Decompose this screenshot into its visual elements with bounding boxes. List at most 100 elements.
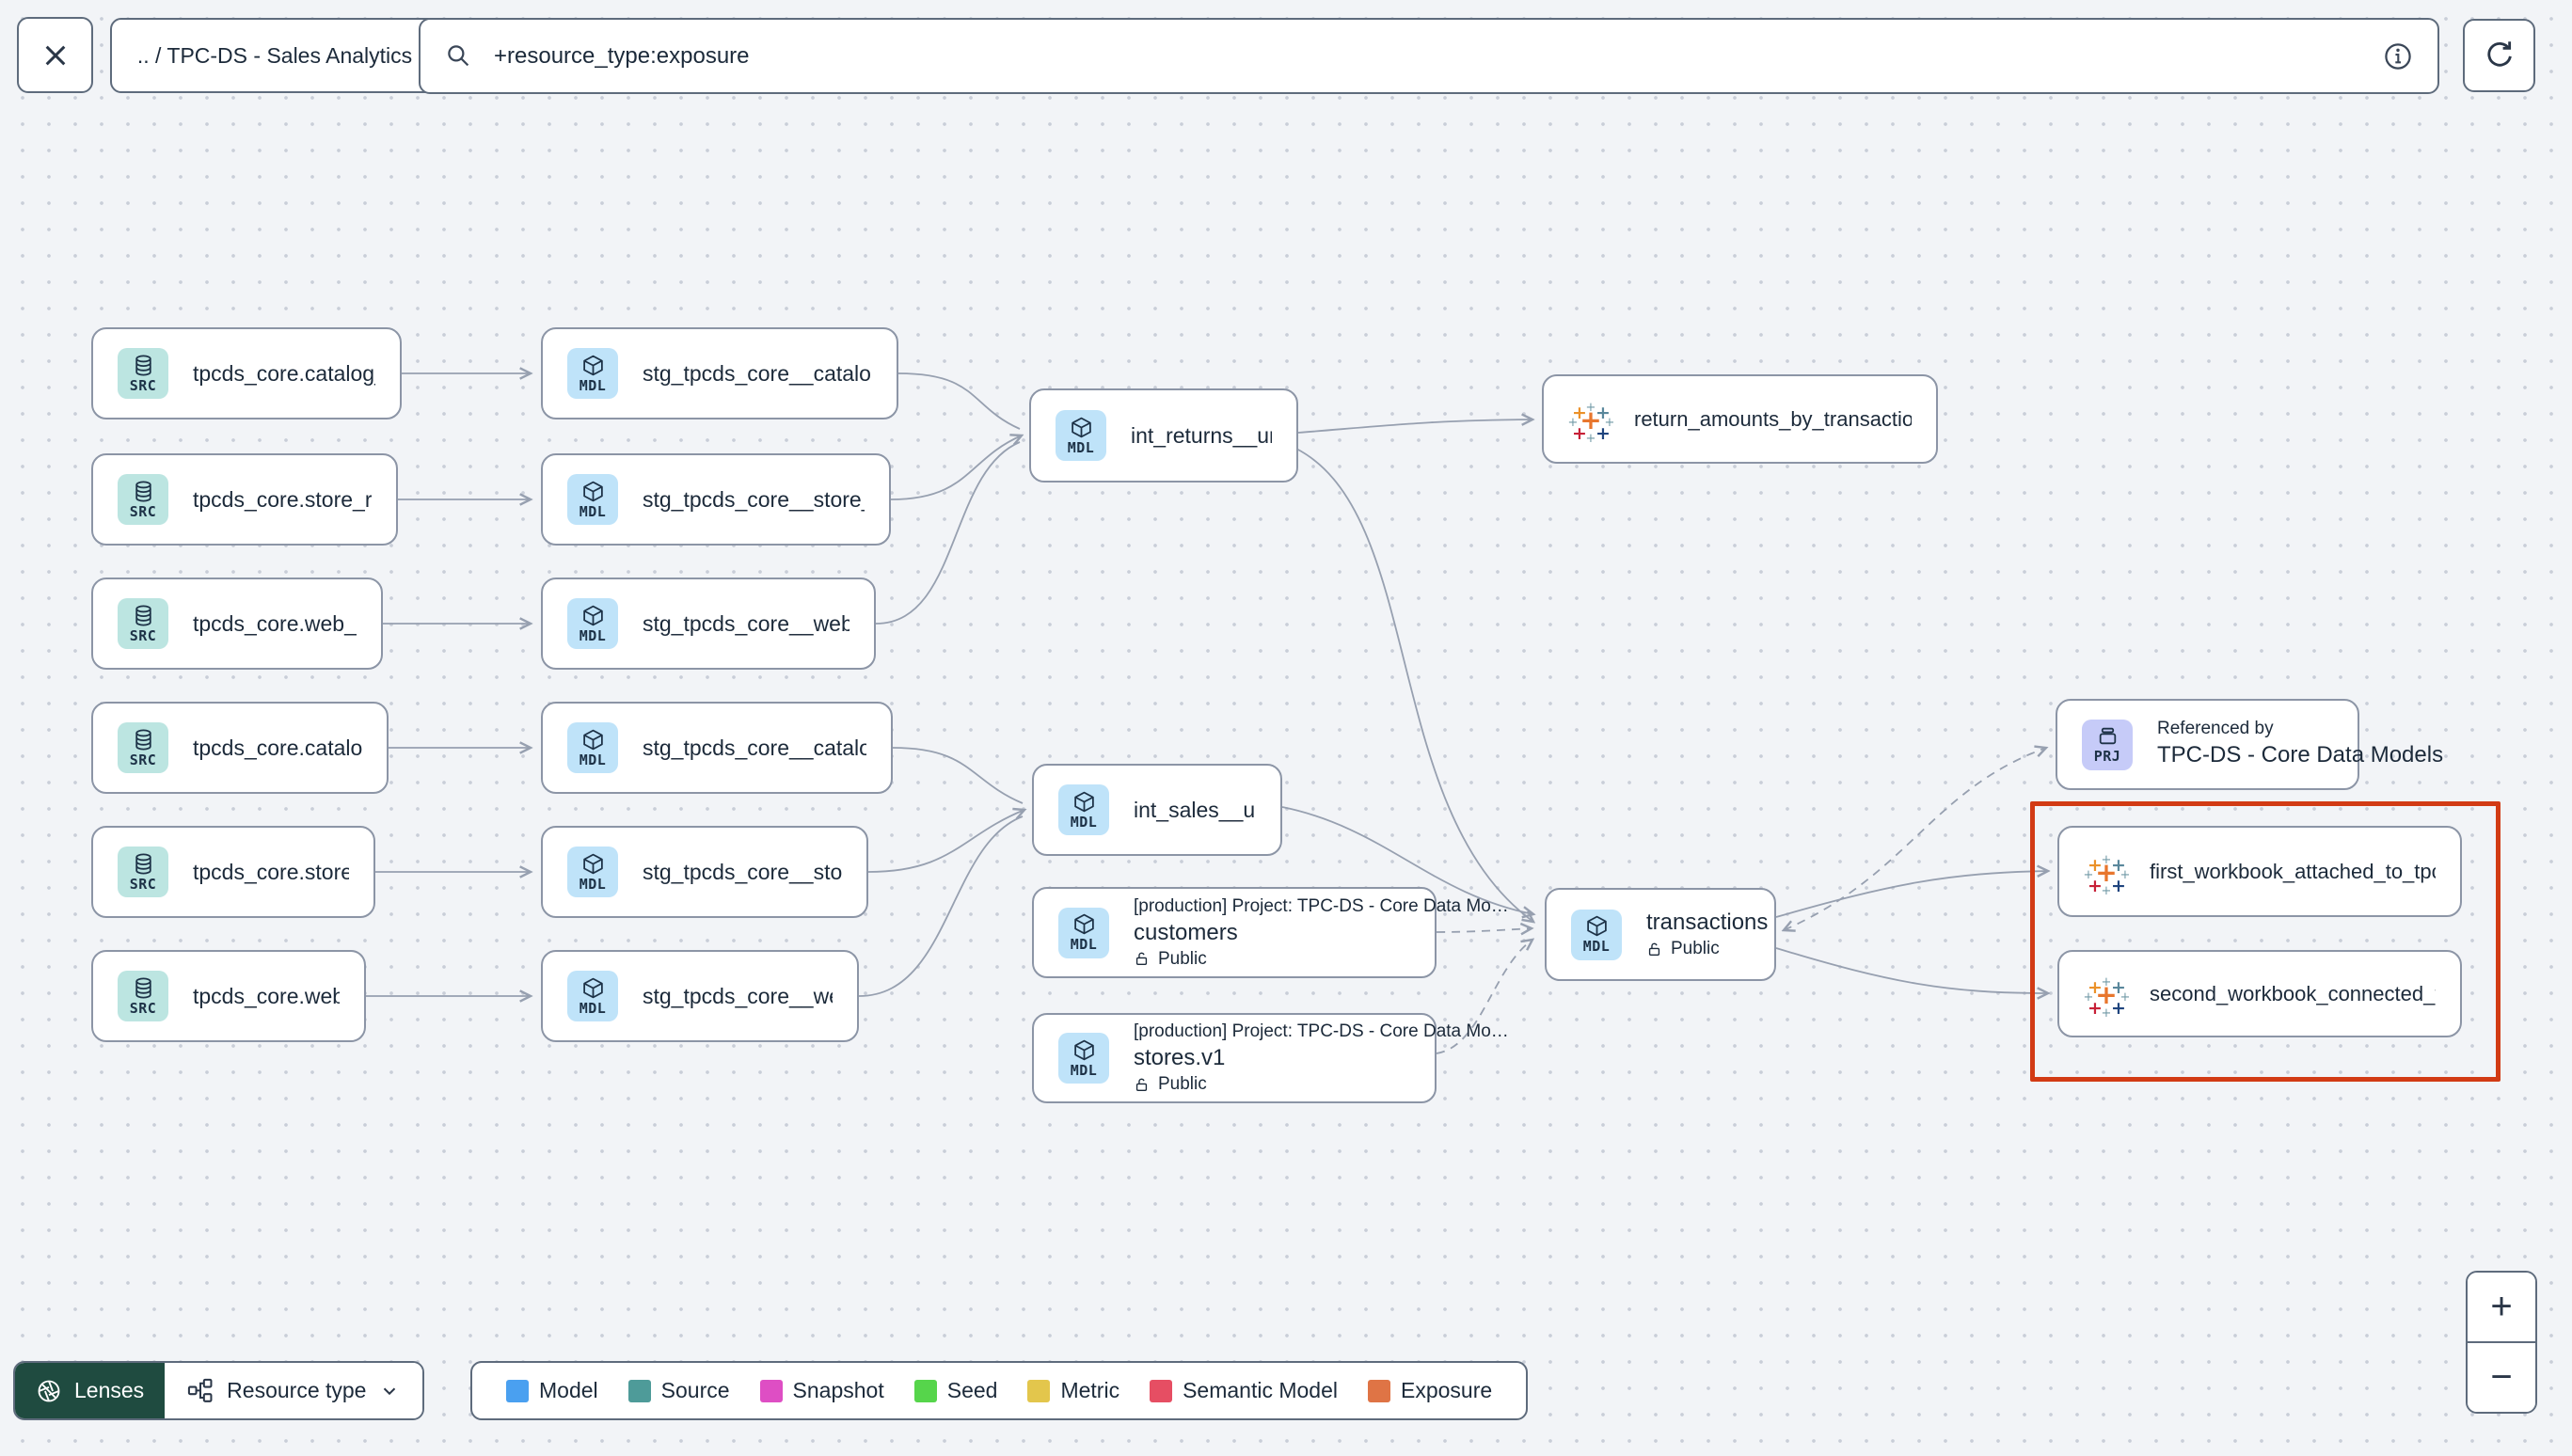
edge-stg6-intsales xyxy=(858,815,1024,997)
tableau-icon xyxy=(2084,849,2129,894)
search-icon xyxy=(448,44,469,66)
node-source-store-returns[interactable]: SRC tpcds_core.store_returns xyxy=(91,453,398,546)
node-label: stg_tpcds_core__web_returns xyxy=(643,610,849,636)
lenses-label: Lenses xyxy=(74,1378,145,1402)
edge-intreturns-transactions xyxy=(1295,448,1533,922)
search-input[interactable] xyxy=(492,41,2355,71)
edge-customers-transactions xyxy=(1436,928,1532,932)
project-badge: PRJ xyxy=(2082,719,2133,770)
node-exposure-return-amounts[interactable]: return_amounts_by_transaction_type xyxy=(1542,374,1938,464)
node-model-int-returns-unioned[interactable]: MDL int_returns__unioned xyxy=(1029,388,1298,483)
circle-info-icon xyxy=(2385,42,2411,70)
resource-type-legend: Model Source Snapshot Seed Metric Semant… xyxy=(470,1361,1529,1420)
source-badge: SRC xyxy=(118,971,168,1021)
node-model-stg-store-returns[interactable]: MDL stg_tpcds_core__store_returns xyxy=(541,453,891,546)
chevron-down-icon xyxy=(384,1387,396,1395)
node-model-stores-v1[interactable]: MDL [production] Project: TPC-DS - Core … xyxy=(1032,1013,1509,1103)
node-label: stg_tpcds_core__store_sales xyxy=(643,859,842,884)
edge-transactions-workbook2 xyxy=(1775,947,2048,993)
node-label: stores.v1 xyxy=(1134,1045,1226,1070)
cube-icon xyxy=(581,852,605,876)
legend-color-chip xyxy=(1368,1379,1390,1402)
node-source-web-returns[interactable]: SRC tpcds_core.web_returns xyxy=(91,578,383,670)
info-button[interactable] xyxy=(2379,38,2417,75)
legend-item-seed: Seed xyxy=(913,1378,997,1403)
resource-type-label: Resource type xyxy=(227,1378,367,1402)
node-project-label: [production] Project: TPC-DS - Core Data… xyxy=(1134,895,1509,916)
node-model-transactions[interactable]: MDL transactions Public xyxy=(1545,888,1776,981)
zoom-out-button[interactable]: − xyxy=(2468,1341,2535,1412)
edge-stg3-intreturns xyxy=(875,441,1021,625)
legend-color-chip xyxy=(627,1379,651,1402)
refresh-button[interactable] xyxy=(2463,19,2535,92)
hierarchy-icon xyxy=(188,1378,213,1402)
node-label: int_sales__unioned xyxy=(1134,797,1256,822)
node-label: tpcds_core.catalog_returns xyxy=(193,360,375,386)
tableau-icon xyxy=(1568,397,1613,442)
legend-item-model: Model xyxy=(506,1378,598,1403)
node-model-stg-web-sales[interactable]: MDL stg_tpcds_core__web_sales xyxy=(541,950,859,1042)
cube-icon xyxy=(1072,1038,1096,1062)
zoom-controls: + − xyxy=(2466,1271,2537,1414)
open-padlock-icon xyxy=(1134,951,1150,967)
node-source-catalog-returns[interactable]: SRC tpcds_core.catalog_returns xyxy=(91,327,402,419)
node-model-stg-web-returns[interactable]: MDL stg_tpcds_core__web_returns xyxy=(541,578,876,670)
node-access: Public xyxy=(1646,939,1750,959)
node-project-referenced-by[interactable]: PRJ Referenced by TPC-DS - Core Data Mod… xyxy=(2056,699,2444,790)
close-button[interactable] xyxy=(17,17,93,93)
node-label: tpcds_core.web_sales xyxy=(193,983,340,1008)
edge-stores-transactions xyxy=(1436,940,1532,1054)
lenses-button[interactable]: Lenses xyxy=(15,1363,166,1418)
node-label: stg_tpcds_core__store_returns xyxy=(643,486,865,512)
cube-icon xyxy=(1072,790,1096,814)
source-badge: SRC xyxy=(118,722,168,773)
node-exposure-second-workbook[interactable]: second_workbook_connected_to_live… xyxy=(2057,950,2462,1037)
model-badge: MDL xyxy=(1056,410,1106,461)
edge-intsales-transactions xyxy=(1281,806,1533,914)
resource-type-dropdown[interactable]: Resource type xyxy=(165,1363,423,1418)
edge-stg2-intreturns xyxy=(890,435,1022,500)
legend-item-snapshot: Snapshot xyxy=(759,1378,884,1403)
tableau-icon xyxy=(2084,972,2129,1017)
legend-color-chip xyxy=(759,1379,783,1402)
database-icon xyxy=(132,604,155,627)
edge-transactions-workbook1 xyxy=(1775,871,2048,918)
cube-icon xyxy=(1072,912,1096,936)
edge-intreturns-exposure xyxy=(1297,419,1532,434)
open-padlock-icon xyxy=(1134,1077,1150,1093)
node-model-int-sales-unioned[interactable]: MDL int_sales__unioned xyxy=(1032,764,1282,856)
node-source-store-sales[interactable]: SRC tpcds_core.store_sales xyxy=(91,826,375,918)
node-model-stg-catalog-sales[interactable]: MDL stg_tpcds_core__catalog_sales xyxy=(541,702,893,794)
search-bar[interactable] xyxy=(419,18,2439,94)
model-badge: MDL xyxy=(1058,784,1109,835)
edge-stg1-intreturns xyxy=(897,372,1021,430)
legend-item-source: Source xyxy=(627,1378,730,1403)
node-source-web-sales[interactable]: SRC tpcds_core.web_sales xyxy=(91,950,366,1042)
database-icon xyxy=(132,976,155,1000)
breadcrumb[interactable]: .. / TPC-DS - Sales Analytics xyxy=(110,18,439,93)
node-model-customers[interactable]: MDL [production] Project: TPC-DS - Core … xyxy=(1032,887,1509,978)
node-model-stg-catalog-returns[interactable]: MDL stg_tpcds_core__catalog_returns xyxy=(541,327,898,419)
node-label: int_returns__unioned xyxy=(1131,422,1272,448)
legend-item-exposure: Exposure xyxy=(1368,1378,1492,1403)
database-icon xyxy=(132,354,155,377)
zoom-in-button[interactable]: + xyxy=(2468,1273,2535,1341)
cube-icon xyxy=(581,480,605,503)
node-label: tpcds_core.store_sales xyxy=(193,859,349,884)
node-model-stg-store-sales[interactable]: MDL stg_tpcds_core__store_sales xyxy=(541,826,868,918)
source-badge: SRC xyxy=(118,474,168,525)
source-badge: SRC xyxy=(118,847,168,897)
node-exposure-first-workbook[interactable]: first_workbook_attached_to_tpc-ds_-_… xyxy=(2057,826,2462,917)
database-icon xyxy=(132,728,155,752)
circular-arrow-icon xyxy=(2486,41,2512,67)
node-source-catalog-sales[interactable]: SRC tpcds_core.catalog_sales xyxy=(91,702,389,794)
node-label: TPC-DS - Core Data Models xyxy=(2157,741,2444,768)
database-icon xyxy=(132,852,155,876)
edge-transactions-project xyxy=(1784,748,2046,930)
legend-color-chip xyxy=(1027,1379,1051,1402)
archive-icon xyxy=(2096,724,2120,748)
model-badge: MDL xyxy=(567,722,618,773)
node-label: tpcds_core.catalog_sales xyxy=(193,735,362,760)
